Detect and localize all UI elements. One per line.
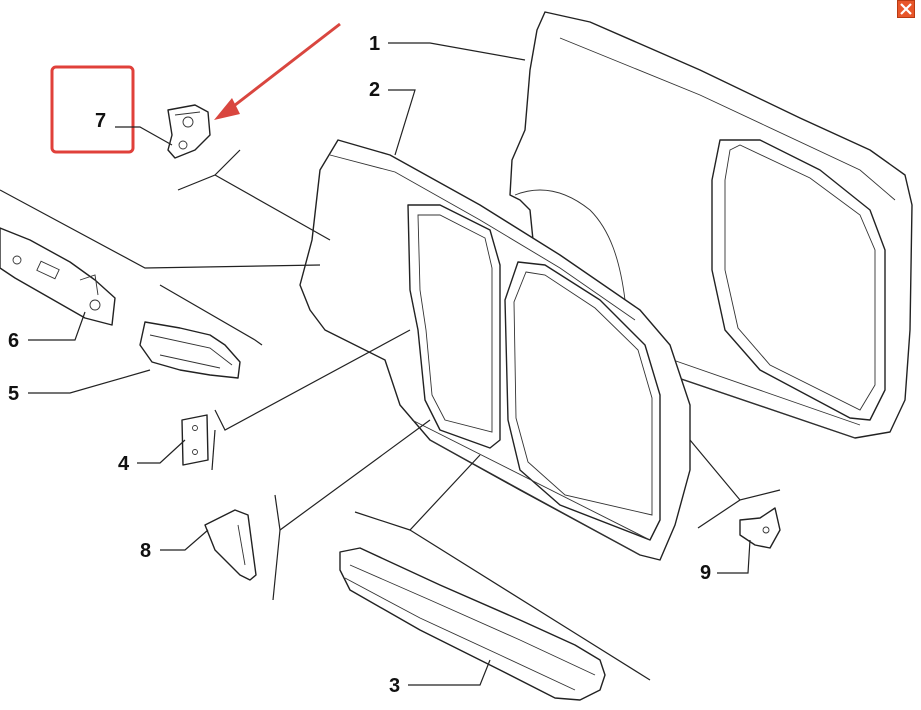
pointer-arrow — [214, 22, 341, 120]
callout-labels: 1 2 3 4 5 6 7 8 9 — [8, 33, 711, 697]
part-2-inner-side-frame[interactable] — [299, 139, 691, 561]
close-button[interactable] — [897, 0, 915, 18]
callout-9[interactable]: 9 — [700, 562, 711, 584]
close-icon — [900, 3, 912, 15]
part-8-trim[interactable] — [204, 509, 257, 581]
callout-5[interactable]: 5 — [8, 383, 19, 405]
part-6-rail[interactable] — [0, 227, 116, 326]
callout-7[interactable]: 7 — [95, 110, 106, 132]
callout-8[interactable]: 8 — [140, 540, 151, 562]
callout-3[interactable]: 3 — [389, 675, 400, 697]
callout-6[interactable]: 6 — [8, 330, 19, 352]
callout-1[interactable]: 1 — [369, 33, 380, 55]
highlight-box — [50, 65, 135, 154]
part-4-plate[interactable] — [181, 414, 209, 466]
part-7-hinge[interactable] — [167, 104, 211, 159]
part-5-bracket[interactable] — [139, 321, 241, 379]
callout-4[interactable]: 4 — [118, 453, 130, 475]
callout-2[interactable]: 2 — [369, 79, 380, 101]
leader-lines — [0, 42, 781, 686]
part-3-sill[interactable] — [339, 547, 606, 701]
part-9-bracket[interactable] — [739, 507, 781, 549]
